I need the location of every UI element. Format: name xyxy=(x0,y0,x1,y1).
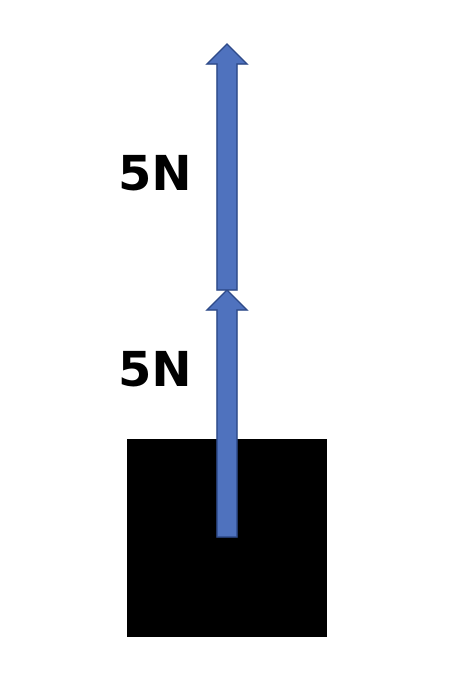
force-arrow-upper xyxy=(205,42,249,291)
force-label-lower: 5N xyxy=(118,342,192,398)
force-arrow-lower xyxy=(205,288,249,538)
force-label-upper: 5N xyxy=(118,146,192,202)
